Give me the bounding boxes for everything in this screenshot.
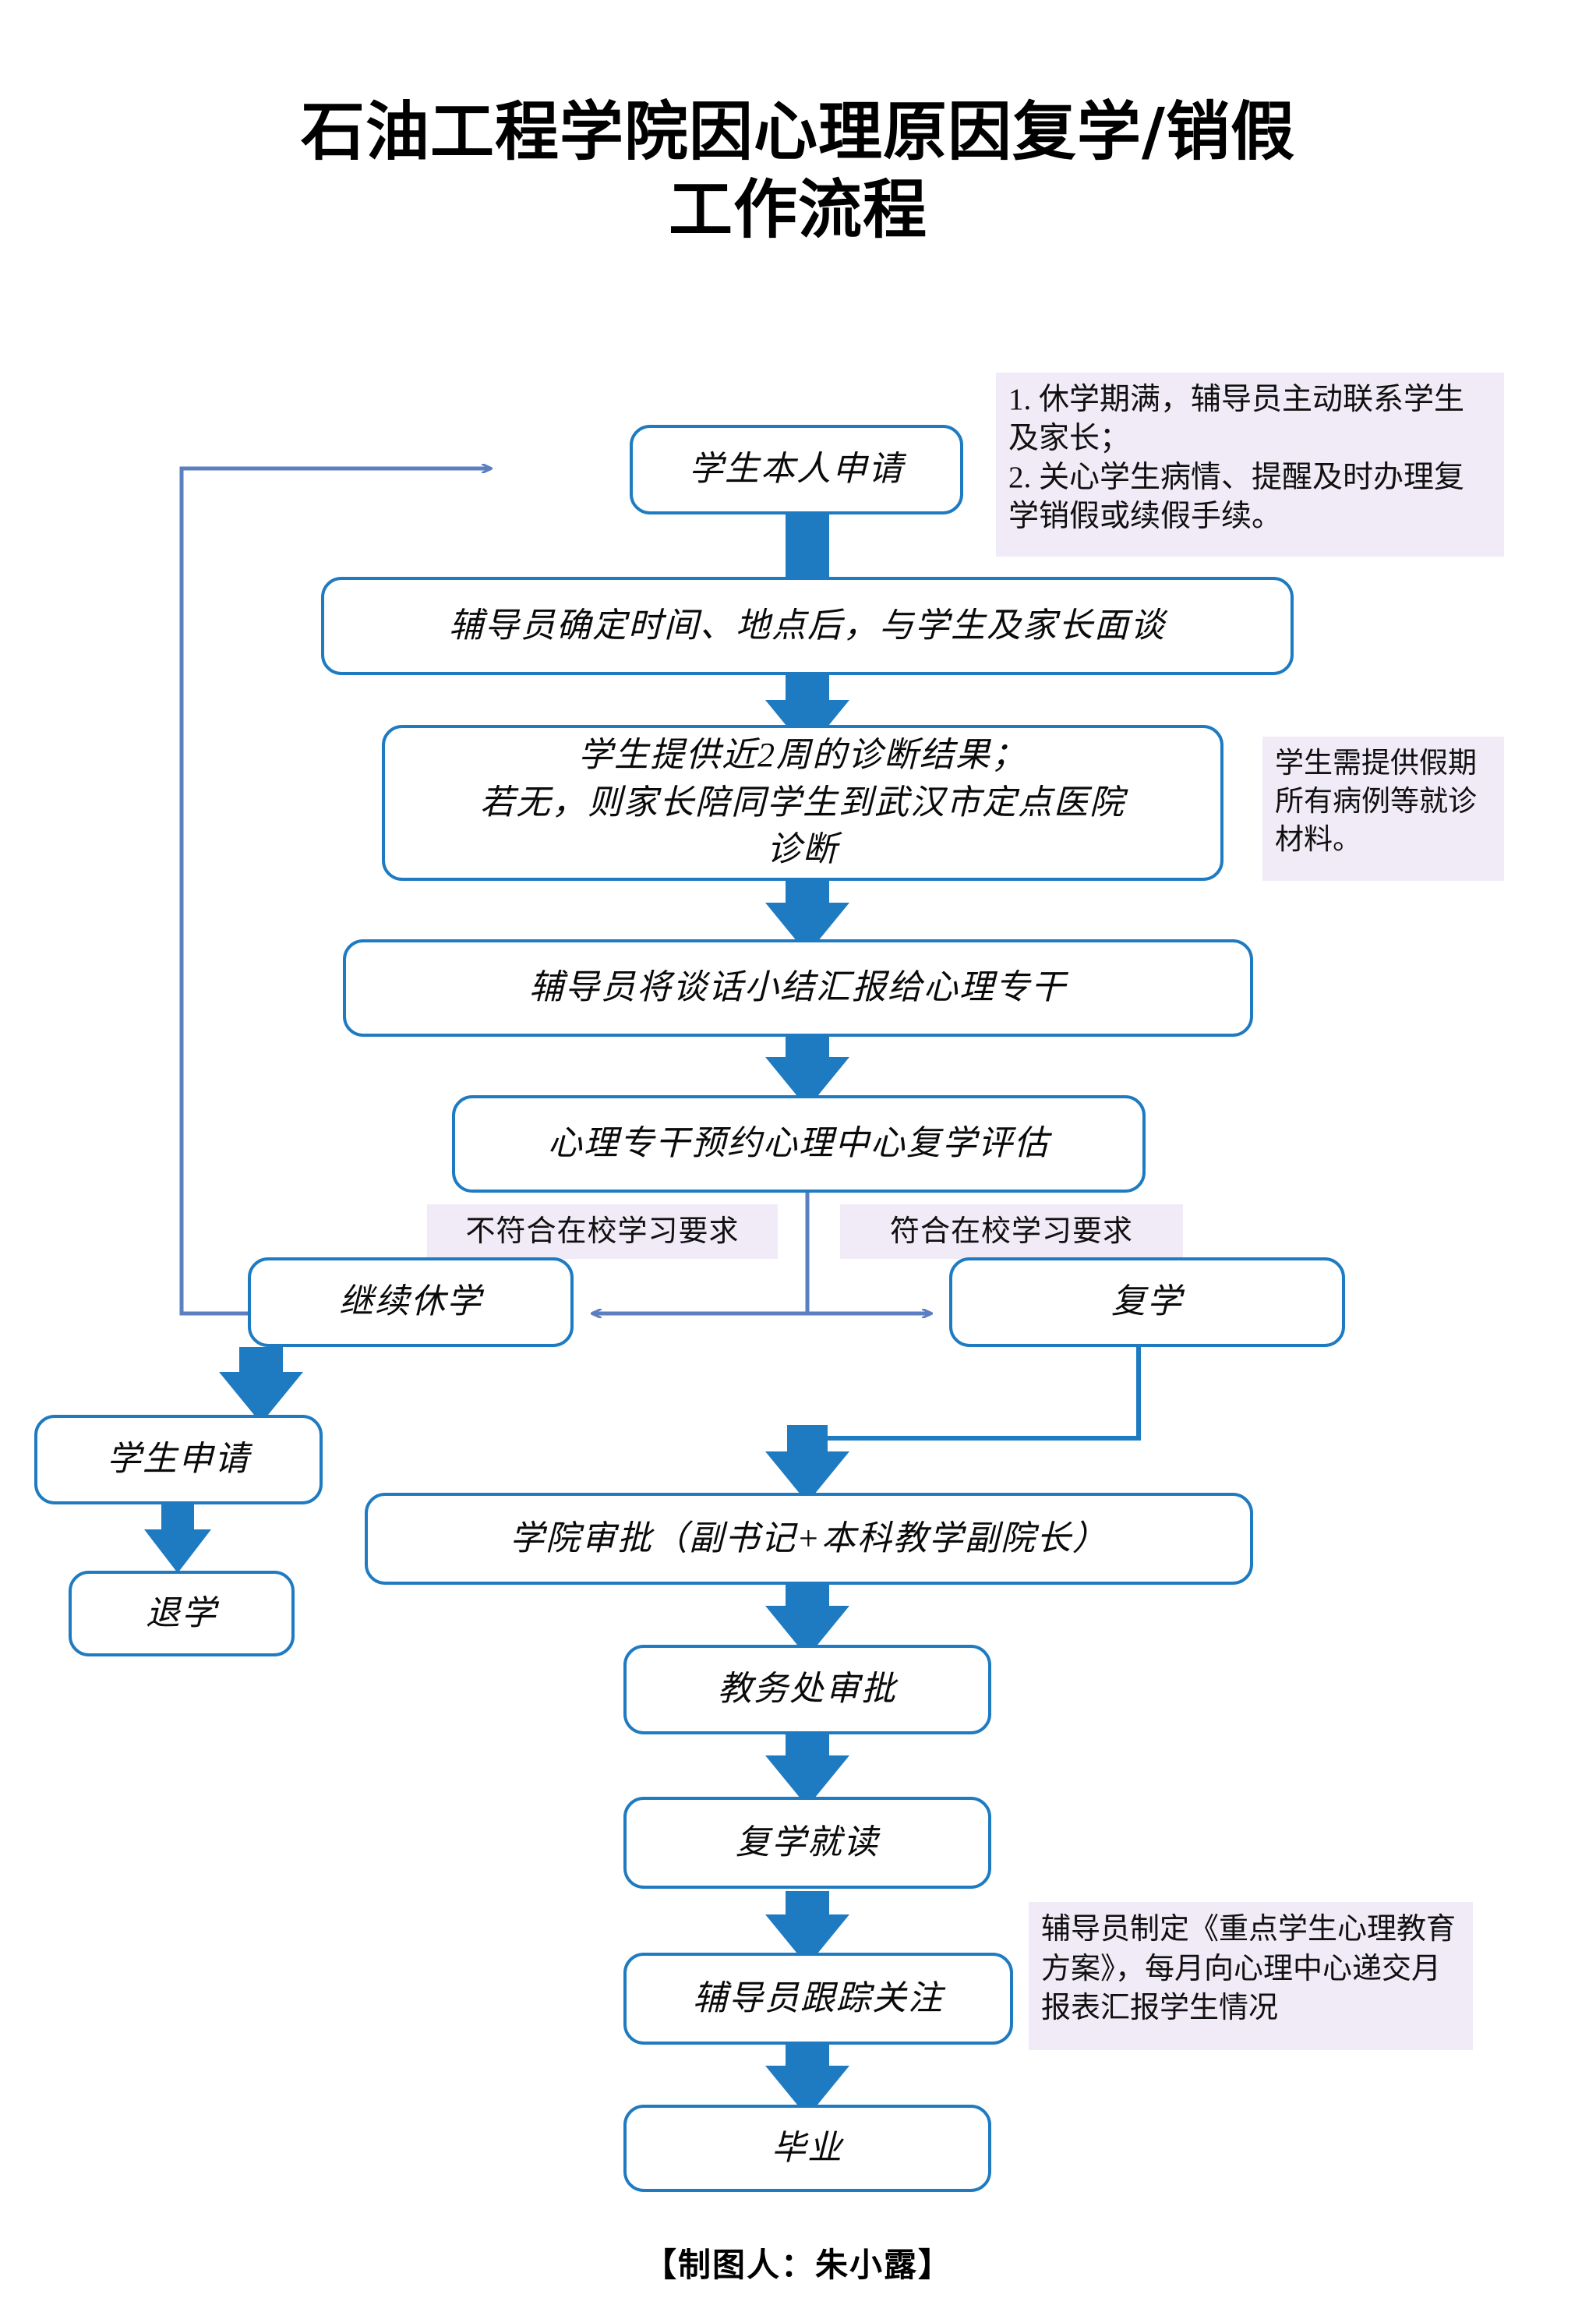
node-academic-office-approval[interactable]: 教务处审批 xyxy=(623,1645,991,1734)
note-middle-right: 学生需提供假期所有病例等就诊材料。 xyxy=(1262,737,1504,881)
page-title-line2: 工作流程 xyxy=(668,173,927,248)
arrow-n8-n9 xyxy=(144,1504,211,1573)
connector-branch-split xyxy=(592,1190,931,1313)
node-withdrawal[interactable]: 退学 xyxy=(69,1571,295,1656)
node-counselor-followup[interactable]: 辅导员跟踪关注 xyxy=(623,1953,1013,2045)
node-center-assessment[interactable]: 心理专干预约心理中心复学评估 xyxy=(452,1095,1146,1193)
node-college-approval[interactable]: 学院审批（副书记+本科教学副院长） xyxy=(365,1493,1253,1585)
arrow-n2-n3 xyxy=(765,673,849,751)
node-diagnosis-result[interactable]: 学生提供近2周的诊断结果； 若无，则家长陪同学生到武汉市定点医院 诊断 xyxy=(382,725,1223,881)
arrow-n12-n13 xyxy=(765,1891,849,1966)
connector-loop-back xyxy=(179,468,491,1316)
node-resume-study[interactable]: 复学 xyxy=(949,1257,1345,1347)
node-student-request[interactable]: 学生申请 xyxy=(34,1415,323,1504)
note-bottom-right: 辅导员制定《重点学生心理教育方案》，每月向心理中心递交月报表汇报学生情况 xyxy=(1029,1902,1473,2050)
arrow-n13-n14 xyxy=(765,2042,849,2117)
node-report-to-specialist[interactable]: 辅导员将谈话小结汇报给心理专干 xyxy=(343,939,1253,1037)
footer-credit: 【制图人：朱小露】 xyxy=(643,2246,952,2284)
page-title: 石油工程学院因心理原因复学/销假 工作流程 xyxy=(0,94,1596,249)
arrow-n11-n12 xyxy=(765,1732,849,1807)
node-resume-attendance[interactable]: 复学就读 xyxy=(623,1797,991,1889)
arrow-n6-n8 xyxy=(219,1347,303,1423)
arrow-n10-n11 xyxy=(765,1582,849,1657)
arrow-n4-n5 xyxy=(765,1034,849,1108)
node-graduation[interactable]: 毕业 xyxy=(623,2105,991,2192)
node-counselor-interview[interactable]: 辅导员确定时间、地点后，与学生及家长面谈 xyxy=(321,577,1294,675)
node-continue-leave[interactable]: 继续休学 xyxy=(248,1257,574,1347)
branch-label-left: 不符合在校学习要求 xyxy=(427,1204,778,1259)
connector-n7-n10 xyxy=(765,1347,1141,1503)
note-top-right: 1. 休学期满，辅导员主动联系学生及家长； 2. 关心学生病情、提醒及时办理复学… xyxy=(996,373,1504,557)
branch-label-right: 符合在校学习要求 xyxy=(840,1204,1183,1259)
node-student-application[interactable]: 学生本人申请 xyxy=(630,425,963,514)
page-title-line1: 石油工程学院因心理原因复学/销假 xyxy=(301,95,1295,169)
arrow-n3-n4 xyxy=(765,878,849,954)
